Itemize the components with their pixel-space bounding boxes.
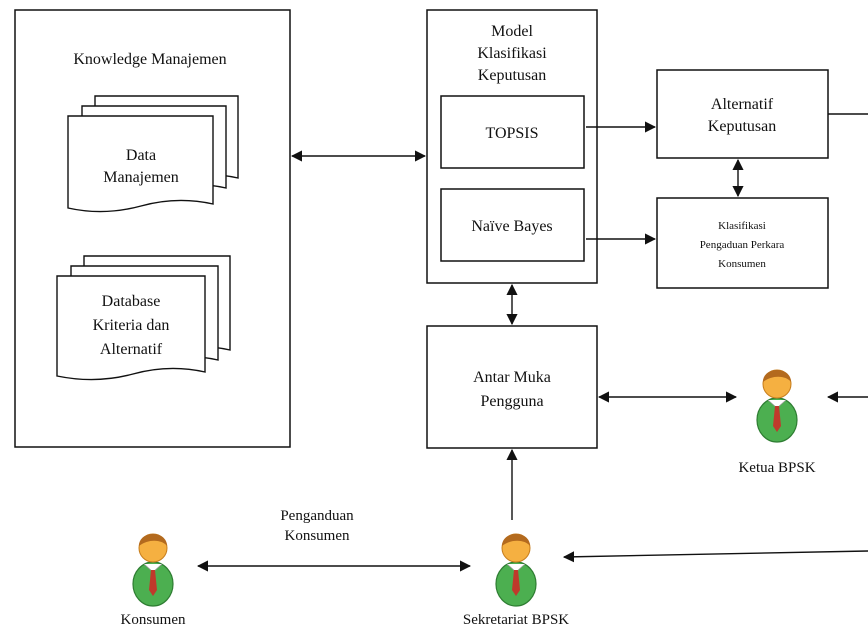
alternatif-keputusan-box: Alternatif Keputusan	[656, 69, 829, 159]
database-line1: Database	[102, 293, 161, 310]
konsumen-person-icon	[132, 533, 174, 607]
model-title-line2: Klasifikasi	[477, 45, 547, 62]
konsumen-label: Konsumen	[121, 612, 186, 628]
klasifikasi-pengaduan-box: Klasifikasi Pengaduan Perkara Konsumen	[656, 197, 829, 289]
edge-label-line1: Penganduan	[280, 508, 354, 524]
antarmuka-line2: Pengguna	[480, 393, 543, 410]
topsis-label: TOPSIS	[485, 125, 538, 142]
alternatif-line1: Alternatif	[711, 96, 774, 113]
topsis-box: TOPSIS	[440, 95, 585, 169]
arrow-right-to-sekretariat	[562, 550, 868, 563]
data-manajemen-line1: Data	[126, 147, 156, 164]
database-doc-stack: Database Kriteria dan Alternatif	[56, 255, 231, 381]
antarmuka-line1: Antar Muka	[473, 369, 551, 386]
connectors	[196, 113, 868, 572]
naive-bayes-box: Naïve Bayes	[440, 188, 585, 262]
data-manajemen-line2: Manajemen	[103, 169, 179, 186]
knowledge-management-panel: Knowledge Manajemen	[14, 9, 291, 448]
sekretariat-bpsk-label: Sekretariat BPSK	[463, 612, 569, 628]
antar-muka-box: Antar Muka Pengguna	[426, 325, 598, 449]
database-line2: Kriteria dan	[93, 317, 170, 334]
naive-bayes-label: Naïve Bayes	[471, 218, 552, 235]
edge-label-line2: Konsumen	[285, 528, 350, 544]
sekretariat-bpsk-person-icon	[495, 533, 537, 607]
ketua-bpsk-label: Ketua BPSK	[738, 460, 815, 476]
data-manajemen-doc-stack: Data Manajemen	[67, 95, 239, 213]
klasifikasi-line2: Pengaduan Perkara	[700, 239, 785, 251]
ketua-bpsk-person-icon	[756, 369, 798, 443]
knowledge-title: Knowledge Manajemen	[73, 51, 226, 68]
alternatif-line2: Keputusan	[708, 118, 776, 135]
klasifikasi-line1: Klasifikasi	[718, 220, 766, 232]
model-title-line1: Model	[491, 23, 533, 40]
model-title-line3: Keputusan	[478, 67, 546, 84]
database-line3: Alternatif	[100, 341, 163, 358]
klasifikasi-line3: Konsumen	[718, 258, 766, 270]
